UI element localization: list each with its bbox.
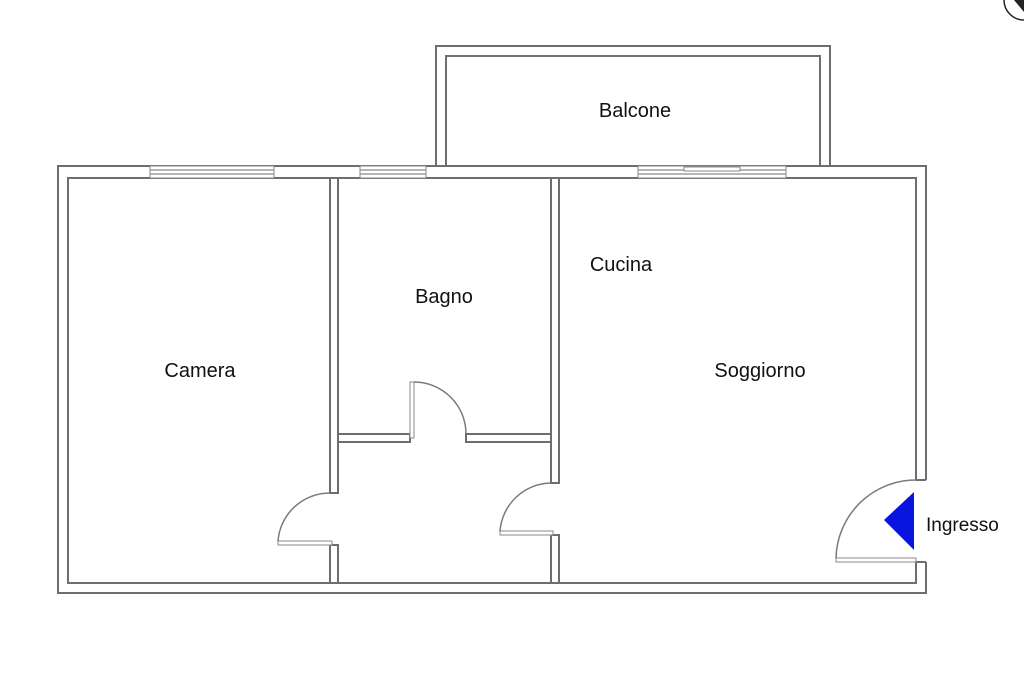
entrance-arrow-icon [884, 492, 914, 550]
door-cucina [499, 482, 554, 536]
room-label-cucina: Cucina [590, 254, 653, 276]
room-label-balcone: Balcone [599, 100, 671, 122]
wall-cucina [550, 177, 560, 584]
wall-bagno-bottom [337, 433, 552, 443]
outer-walls [57, 165, 927, 594]
door-bagno [409, 381, 467, 439]
window-bagno [359, 165, 427, 179]
wall-camera [329, 177, 339, 584]
window-soggiorno [637, 165, 787, 179]
room-label-soggiorno: Soggiorno [714, 360, 805, 382]
compass-icon [1003, 0, 1024, 21]
room-label-camera: Camera [164, 360, 236, 382]
entrance-label: Ingresso [926, 515, 999, 536]
door-ingresso [835, 479, 917, 563]
door-camera [277, 492, 333, 546]
window-camera [149, 165, 275, 179]
room-label-bagno: Bagno [415, 286, 473, 308]
